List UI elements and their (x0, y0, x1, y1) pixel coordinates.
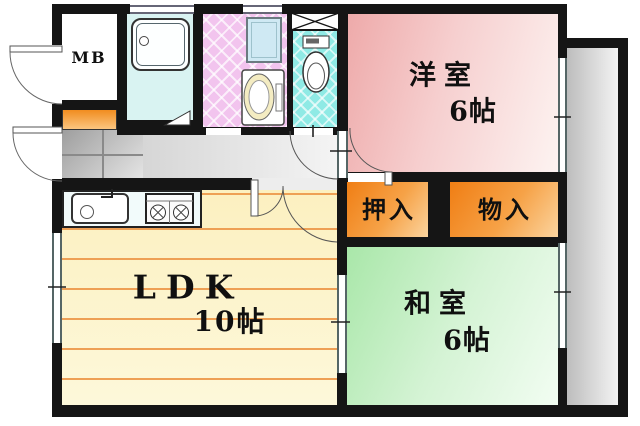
mb-door-gap (52, 45, 62, 104)
balcony (567, 48, 618, 405)
washroom-door-gap (206, 128, 241, 135)
washroom-top-window (243, 5, 282, 14)
meterbox-label: MB (71, 48, 107, 67)
wall-mb-bathroom (117, 14, 127, 127)
pipe-shaft-box (290, 12, 340, 31)
entry-door-gap (52, 127, 62, 179)
washer-pan-inner (251, 22, 277, 58)
wall-hall-ldk (62, 178, 252, 190)
wall-top-3 (282, 4, 567, 14)
western-room-name: 洋室 (409, 60, 479, 92)
bathroom (127, 14, 193, 120)
wall-waterarea-bottom (203, 127, 345, 135)
ldk-name: LDK (132, 267, 244, 307)
wall-bath-washroom (193, 14, 203, 120)
ldk-japanese-sliding-door (337, 275, 347, 373)
hallway-ldk-opening (252, 178, 337, 190)
japanese-room-size: 6帖 (443, 325, 491, 357)
wall-left-2 (52, 104, 62, 127)
japanese-room (347, 247, 558, 405)
wall-toilet-western (337, 14, 348, 182)
oshiire-label: 押入 (362, 195, 416, 224)
western-room-size: 6帖 (449, 96, 497, 128)
closet-monoire (450, 182, 558, 237)
western-balcony-window (558, 58, 567, 172)
wall-balconyside-2 (558, 172, 567, 243)
western-bottom-door-gap (348, 173, 386, 182)
wall-mb-bottom (62, 100, 117, 110)
wall-bath-bottom (117, 120, 203, 135)
wall-balconyside-1 (558, 14, 567, 58)
wall-top-1 (52, 4, 130, 14)
bathroom-top-window (130, 5, 194, 14)
wall-between-closets (428, 182, 450, 240)
toilet-door-gap (294, 128, 333, 135)
wall-right-outer (618, 38, 628, 417)
genkan-entrance (62, 130, 143, 178)
wall-left-1 (52, 4, 62, 45)
wall-top-2 (194, 4, 243, 14)
western-room (348, 14, 558, 172)
wall-washroom-toilet (287, 14, 293, 127)
kitchen-counter (62, 190, 202, 228)
wall-closets-bottom (337, 237, 567, 247)
wall-left-3 (52, 179, 62, 233)
wall-western-bottom (337, 172, 567, 182)
ldk-size: 10帖 (193, 305, 267, 338)
japanese-balcony-window (558, 243, 567, 348)
wall-balcony-top (558, 38, 628, 48)
japanese-room-name: 和室 (404, 288, 474, 320)
ldk-left-window (52, 233, 62, 343)
washing-machine-pan-icon (246, 17, 282, 63)
entrance-cabinet (62, 108, 117, 130)
wall-left-4 (52, 343, 62, 405)
wall-balconyside-3 (558, 348, 567, 405)
monoire-label: 物入 (478, 195, 532, 224)
hallway (143, 135, 337, 178)
closet-oshiire (347, 182, 428, 237)
genkan-tile-line-h (62, 154, 143, 156)
toilet-room (293, 30, 337, 127)
hall-western-doorway (337, 131, 348, 178)
